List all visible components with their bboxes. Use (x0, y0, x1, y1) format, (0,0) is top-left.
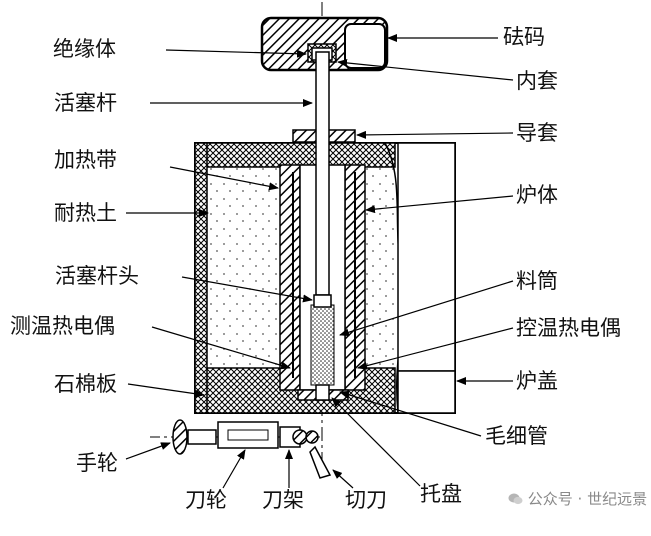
label-cutter: 切刀 (345, 488, 387, 512)
label-cutter-frame: 刀架 (262, 488, 304, 512)
label-insulator: 绝缘体 (53, 37, 116, 61)
label-piston-head: 活塞杆头 (55, 264, 139, 288)
wechat-icon (508, 491, 523, 505)
piston-head (313, 294, 332, 308)
piston-rod (315, 51, 330, 296)
label-control-thermocouple: 控温热电偶 (516, 316, 621, 340)
label-refractory-clay: 耐热土 (54, 201, 117, 225)
label-heating-band: 加热带 (54, 148, 117, 172)
leader-lines (125, 34, 514, 489)
label-handwheel: 手轮 (76, 451, 118, 475)
handwheel (172, 419, 188, 455)
label-asbestos-board: 石棉板 (54, 372, 117, 396)
heating-band-left (279, 164, 301, 391)
label-barrel: 料筒 (516, 269, 558, 293)
cutter-mechanism (150, 419, 332, 479)
material (310, 304, 335, 386)
capillary (315, 384, 330, 401)
label-weight: 砝码 (503, 25, 545, 49)
cutter (309, 445, 332, 479)
label-cutter-wheel: 刀轮 (185, 488, 227, 512)
label-furnace-cover: 炉盖 (516, 369, 558, 393)
label-piston-rod: 活塞杆 (54, 91, 117, 115)
label-furnace-body: 炉体 (516, 183, 558, 207)
label-temp-thermocouple: 测温热电偶 (10, 314, 115, 338)
watermark: 公众号 · 世纪远景 (508, 488, 647, 509)
label-guide-sleeve: 导套 (516, 121, 558, 145)
label-inner-sleeve: 内套 (516, 69, 558, 93)
label-tray: 托盘 (420, 482, 462, 506)
label-capillary: 毛细管 (485, 424, 548, 448)
watermark-text: 公众号 · 世纪远景 (527, 490, 648, 508)
